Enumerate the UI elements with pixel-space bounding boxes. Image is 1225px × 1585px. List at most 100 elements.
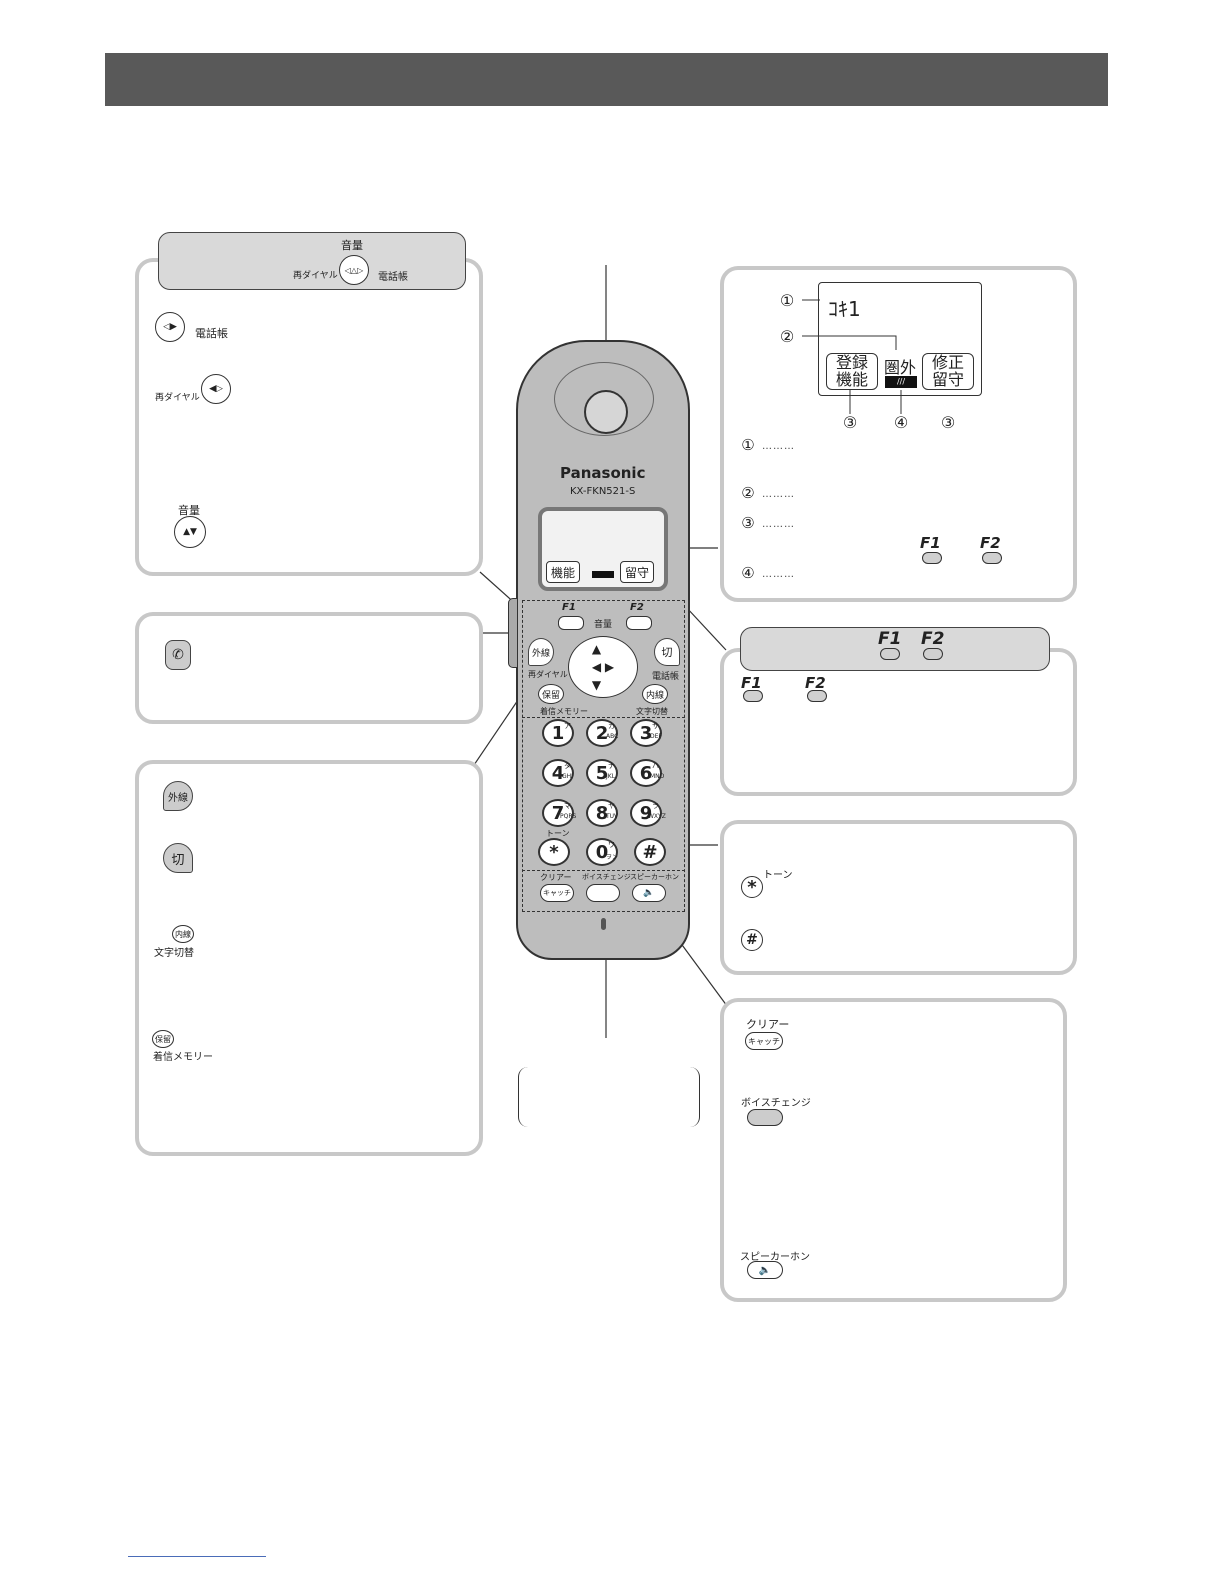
phone-voice-change-key[interactable] xyxy=(586,884,620,902)
lcd-left-box: 登録 機能 xyxy=(826,353,878,390)
hash-icon: # xyxy=(741,929,763,951)
key-2-letters: ABC xyxy=(606,733,619,740)
footer-underline xyxy=(128,1556,266,1557)
microphone-icon xyxy=(601,918,606,930)
phone-speakerphone-label: スピーカーホン xyxy=(630,873,679,881)
callout-4: ④ xyxy=(893,412,909,432)
display-f2-label: F2 xyxy=(980,534,1001,552)
callout-leaders xyxy=(802,299,902,414)
tab-f2-label: F2 xyxy=(921,629,945,649)
legend-4-dots: ……… xyxy=(762,569,795,580)
phone-voice-change-label: ボイスチェンジ xyxy=(582,873,631,881)
phone-phonebook-label: 電話帳 xyxy=(652,672,680,682)
fkeys-f1-key xyxy=(743,690,763,702)
key-3-kana: サ xyxy=(652,722,659,730)
lcd-right-box: 修正 留守 xyxy=(922,353,974,390)
talk-key-panel xyxy=(135,612,483,724)
key-hash[interactable]: # xyxy=(634,838,666,866)
screen-left-box: 機能 xyxy=(546,561,580,583)
callout-1: ① xyxy=(779,290,795,310)
speakerphone-label: スピーカーホン xyxy=(740,1252,810,1263)
lcd-out-of-range: 圏外 xyxy=(884,358,917,377)
nav-redial-label: 再ダイヤル xyxy=(155,393,200,403)
phone-char-switch-label: 文字切替 xyxy=(636,707,668,716)
catch-icon: キャッチ xyxy=(745,1032,783,1050)
fkeys-f2-key xyxy=(807,690,827,702)
fkeys-f1-label: F1 xyxy=(741,674,762,692)
key-9[interactable]: 9 xyxy=(630,799,662,827)
key-2[interactable]: 2 xyxy=(586,719,618,747)
phone-f1-key[interactable] xyxy=(558,616,584,630)
end-call-icon: 切 xyxy=(163,843,193,873)
callout-3b: ③ xyxy=(940,412,956,432)
key-4-letters: GHI xyxy=(562,773,573,780)
key-4[interactable]: 4 xyxy=(542,759,574,787)
phone-clear-label: クリアー xyxy=(540,873,572,882)
keypad-divider-bottom xyxy=(522,870,685,871)
phone-tone-label: トーン xyxy=(546,829,570,838)
key-6[interactable]: 6 xyxy=(630,759,662,787)
phone-catch-key[interactable]: キャッチ xyxy=(540,884,574,902)
key-3[interactable]: 3 xyxy=(630,719,662,747)
phone-handset: Panasonic KX-FKN521-S 機能 留守 F1 音量 F2 ▲◀ … xyxy=(516,340,690,960)
phone-incoming-memory-label: 着信メモリー xyxy=(540,707,588,716)
key-star[interactable]: * xyxy=(538,838,570,866)
nav-volume-label: 音量 xyxy=(178,504,200,517)
star-icon: * xyxy=(741,876,763,898)
tab-f1-key xyxy=(880,648,900,660)
phone-nav-ring[interactable]: ▲◀ ▶▼ xyxy=(568,636,638,698)
key-7-letters: PQRS xyxy=(560,813,577,820)
voice-change-label: ボイスチェンジ xyxy=(741,1098,811,1109)
clear-label: クリアー xyxy=(746,1018,790,1031)
star-hash-panel xyxy=(720,820,1077,975)
callout-2: ② xyxy=(779,326,795,346)
nav-phonebook-label: 電話帳 xyxy=(195,327,228,340)
screen-right-box: 留守 xyxy=(620,561,654,583)
nav-key-icon: ◁△▷ xyxy=(339,255,369,285)
nav-right-icon: ◁▶ xyxy=(155,312,185,342)
key-0[interactable]: 0 xyxy=(586,838,618,866)
phone-f2-label: F2 xyxy=(630,602,644,613)
legend-4: ④ xyxy=(740,564,756,582)
key-1[interactable]: 1 xyxy=(542,719,574,747)
phone-outside-line-key[interactable]: 外線 xyxy=(528,638,554,666)
tab-f2-key xyxy=(923,648,943,660)
display-f2-key xyxy=(982,552,1002,564)
nav-updown-icon: ▲▼ xyxy=(174,516,206,548)
key-7-kana: マ xyxy=(564,802,571,810)
fkeys-f2-label: F2 xyxy=(805,674,826,692)
legend-2: ② xyxy=(740,484,756,502)
legend-1-dots: ……… xyxy=(762,441,795,452)
phone-end-key[interactable]: 切 xyxy=(654,638,680,666)
display-panel xyxy=(720,266,1077,602)
phone-screen: 機能 留守 xyxy=(538,507,668,591)
key-9-letters: WXYZ xyxy=(648,813,666,820)
outside-line-icon: 外線 xyxy=(163,781,193,811)
brand-label: Panasonic xyxy=(560,464,646,482)
lcd-left-top: 登録 xyxy=(835,353,868,372)
key-5-letters: JKL xyxy=(606,773,616,780)
fkeys-panel xyxy=(720,648,1077,796)
phone-side-button[interactable] xyxy=(508,598,518,668)
key-5-kana: ナ xyxy=(608,762,615,770)
screen-battery-icon xyxy=(592,571,614,578)
tab-redial-label: 再ダイヤル xyxy=(293,271,338,281)
legend-3-dots: ……… xyxy=(762,519,795,530)
phone-f2-key[interactable] xyxy=(626,616,652,630)
key-7[interactable]: 7 xyxy=(542,799,574,827)
voice-change-icon xyxy=(747,1109,783,1126)
key-3-letters: DEF xyxy=(650,733,662,740)
display-f1-label: F1 xyxy=(920,534,941,552)
key-9-kana: ラ xyxy=(652,802,659,810)
phone-speakerphone-key[interactable]: 🔈 xyxy=(632,884,666,902)
keypad-divider xyxy=(522,717,685,718)
phone-intercom-key[interactable]: 内線 xyxy=(642,684,668,704)
key-5[interactable]: 5 xyxy=(586,759,618,787)
incoming-memory-label: 着信メモリー xyxy=(153,1052,213,1063)
battery-icon: /// xyxy=(885,376,917,388)
phone-volume-label: 音量 xyxy=(594,620,613,630)
lcd-right-bottom: 留守 xyxy=(931,370,964,389)
phone-hold-key[interactable]: 保留 xyxy=(538,684,564,704)
tone-label: トーン xyxy=(763,870,793,881)
key-8[interactable]: 8 xyxy=(586,799,618,827)
